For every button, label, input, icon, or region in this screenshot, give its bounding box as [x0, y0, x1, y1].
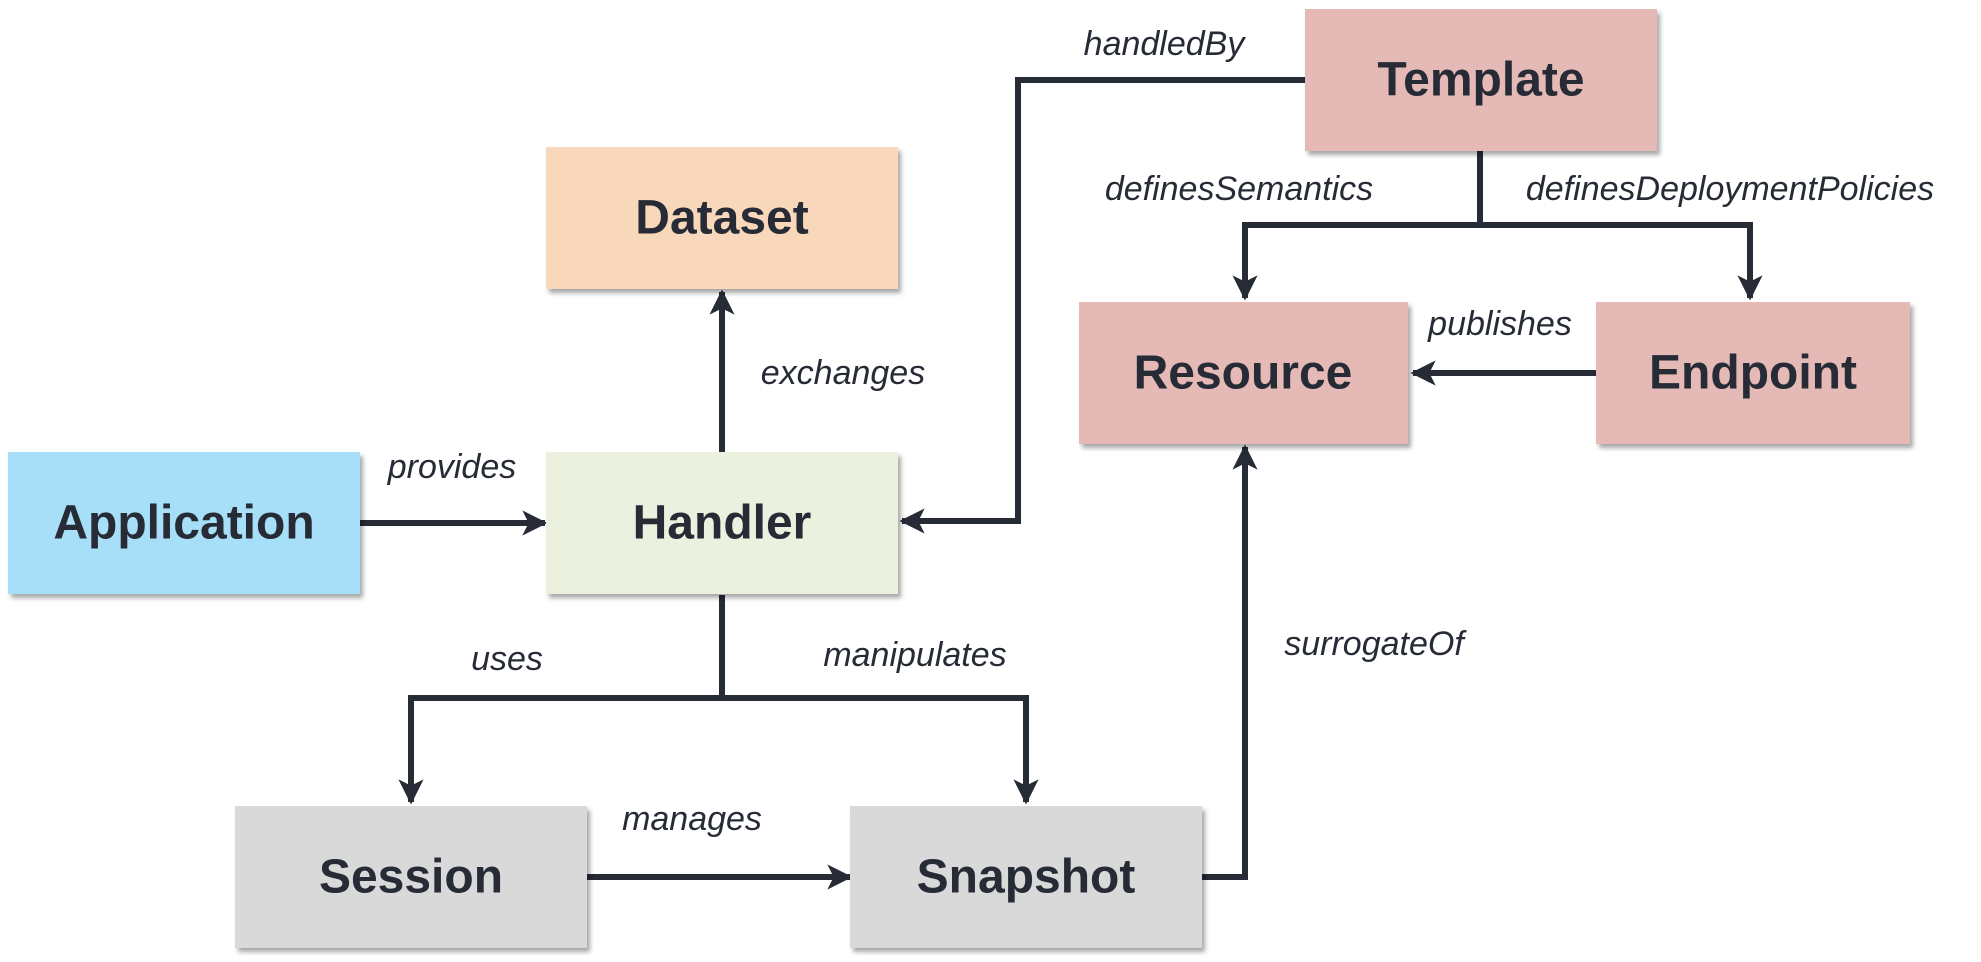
- node-template-label: Template: [1377, 54, 1584, 107]
- node-application[interactable]: Application: [8, 452, 360, 594]
- node-snapshot-label: Snapshot: [917, 851, 1136, 904]
- node-handler-label: Handler: [633, 497, 812, 550]
- node-snapshot[interactable]: Snapshot: [850, 806, 1202, 948]
- node-application-box: [8, 452, 360, 594]
- node-session[interactable]: Session: [235, 806, 587, 948]
- node-handler-box: [546, 452, 898, 594]
- node-application-label: Application: [53, 497, 314, 550]
- edge-label-publishes: publishes: [1427, 305, 1572, 343]
- edge-manipulates: [722, 695, 1039, 805]
- node-resource-label: Resource: [1134, 347, 1353, 400]
- edge-defines-deployment-policies: [1480, 222, 1763, 301]
- node-session-box: [235, 806, 587, 948]
- node-endpoint-label: Endpoint: [1649, 347, 1857, 400]
- edge-handled-by: [899, 77, 1305, 534]
- node-handler[interactable]: Handler: [546, 452, 898, 594]
- node-dataset[interactable]: Dataset: [546, 147, 898, 289]
- node-snapshot-box: [850, 806, 1202, 948]
- node-endpoint[interactable]: Endpoint: [1596, 302, 1910, 444]
- nodes: Application Dataset Handler Template Res…: [8, 9, 1910, 948]
- edge-label-handled-by: handledBy: [1084, 25, 1247, 63]
- node-dataset-label: Dataset: [635, 192, 808, 245]
- edge-label-manipulates: manipulates: [823, 636, 1006, 674]
- edge-label-defines-semantics: definesSemantics: [1105, 170, 1373, 208]
- edge-uses: [398, 595, 725, 805]
- node-session-label: Session: [319, 851, 503, 904]
- node-resource-box: [1079, 302, 1408, 444]
- node-template-box: [1305, 9, 1657, 151]
- edge-label-manages: manages: [622, 800, 762, 838]
- edge-label-surrogate-of: surrogateOf: [1284, 625, 1467, 663]
- edge-label-defines-deployment-policies: definesDeploymentPolicies: [1526, 170, 1934, 208]
- edge-defines-semantics: [1232, 150, 1483, 301]
- node-endpoint-box: [1596, 302, 1910, 444]
- node-resource[interactable]: Resource: [1079, 302, 1408, 444]
- edge-label-provides: provides: [387, 448, 517, 486]
- edge-labels: provides exchanges handledBy definesSema…: [387, 25, 1934, 838]
- edge-label-uses: uses: [471, 640, 543, 678]
- edges: [360, 77, 1763, 890]
- node-template[interactable]: Template: [1305, 9, 1657, 151]
- edge-surrogate-of: [1202, 444, 1258, 880]
- edge-label-exchanges: exchanges: [761, 354, 925, 392]
- node-dataset-box: [546, 147, 898, 289]
